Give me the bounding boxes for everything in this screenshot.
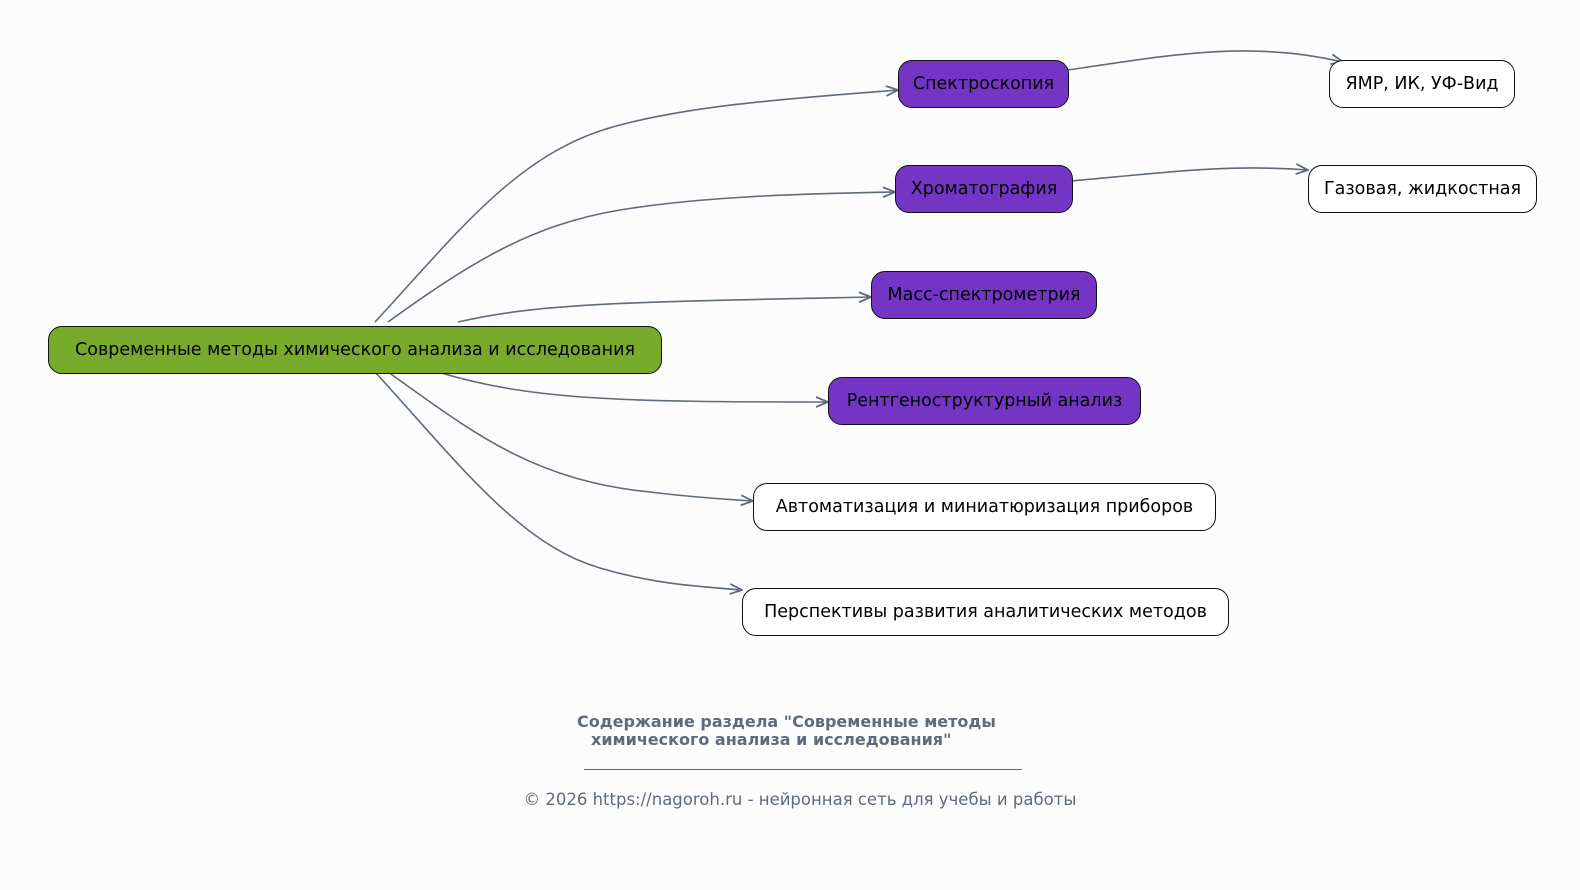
edge-root-to-xray	[437, 371, 828, 402]
edge-root-to-spectroscopy	[374, 90, 898, 323]
node-mass-spectrometry[interactable]: Масс-спектрометрия	[871, 271, 1097, 319]
diagram-caption: Содержание раздела "Современные методы х…	[500, 713, 1100, 749]
edge-root-to-perspectives	[374, 371, 742, 590]
root-node[interactable]: Современные методы химического анализа и…	[48, 326, 662, 374]
node-chromatography[interactable]: Хроматография	[895, 165, 1073, 213]
node-spectroscopy-methods[interactable]: ЯМР, ИК, УФ-Вид	[1329, 60, 1515, 108]
caption-underline	[584, 769, 1022, 770]
node-automation[interactable]: Автоматизация и миниатюризация приборов	[753, 483, 1216, 531]
node-xray-analysis[interactable]: Рентгеноструктурный анализ	[828, 377, 1141, 425]
node-chromatography-types[interactable]: Газовая, жидкостная	[1308, 165, 1537, 213]
node-spectroscopy[interactable]: Спектроскопия	[898, 60, 1069, 108]
edge-spectroscopy-to-child	[1067, 50, 1343, 71]
edge-root-to-chromatography	[387, 192, 895, 323]
copyright-text: © 2026 https://nagoroh.ru - нейронная се…	[523, 790, 1077, 809]
caption-line-1: Содержание раздела "Современные методы	[577, 712, 996, 731]
edge-chromatography-to-child	[1071, 168, 1308, 182]
caption-line-2: химического анализа и исследования"	[591, 730, 952, 749]
edge-root-to-automation	[387, 371, 753, 501]
edge-root-to-mass-spec	[457, 297, 871, 323]
node-perspectives[interactable]: Перспективы развития аналитических метод…	[742, 588, 1229, 636]
